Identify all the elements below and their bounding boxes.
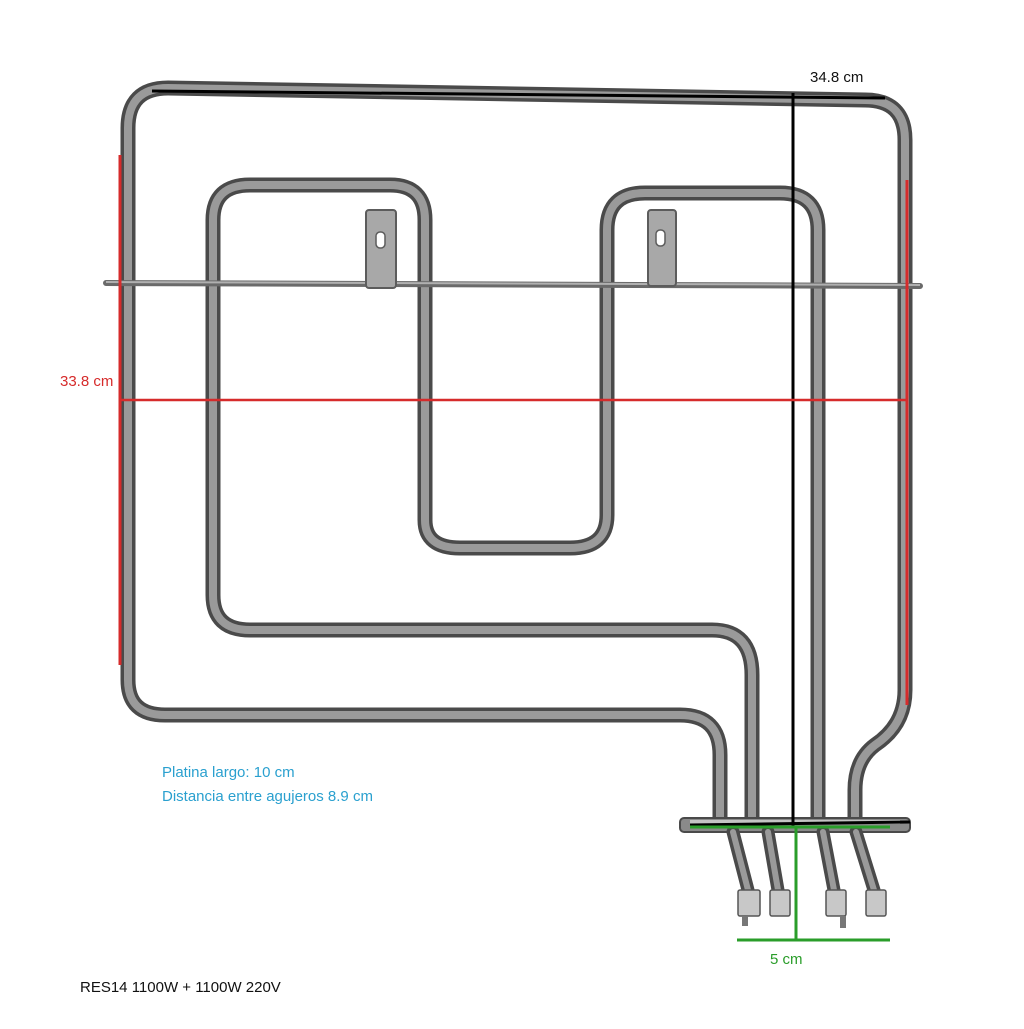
height-measure (118, 155, 909, 705)
model-caption: RES14 1100W + 1100W 220V (80, 979, 281, 996)
width-measure (151, 89, 911, 828)
inner-tube-loop (205, 177, 826, 828)
width-label: 34.8 cm (810, 69, 864, 86)
support-rod (103, 280, 923, 289)
terminal-connectors (737, 889, 887, 928)
hole-distance-note: Distancia entre agujeros 8.9 cm (162, 788, 373, 805)
outer-tube-loop (120, 80, 913, 828)
terminal-leads (726, 825, 881, 897)
mounting-clip-left (365, 209, 397, 289)
mounting-clip-right (647, 209, 677, 287)
bracket-length-note: Platina largo: 10 cm (162, 764, 295, 781)
height-label: 33.8 cm (60, 373, 114, 390)
terminal-measure (690, 825, 890, 942)
terminal-gap-label: 5 cm (770, 951, 803, 968)
